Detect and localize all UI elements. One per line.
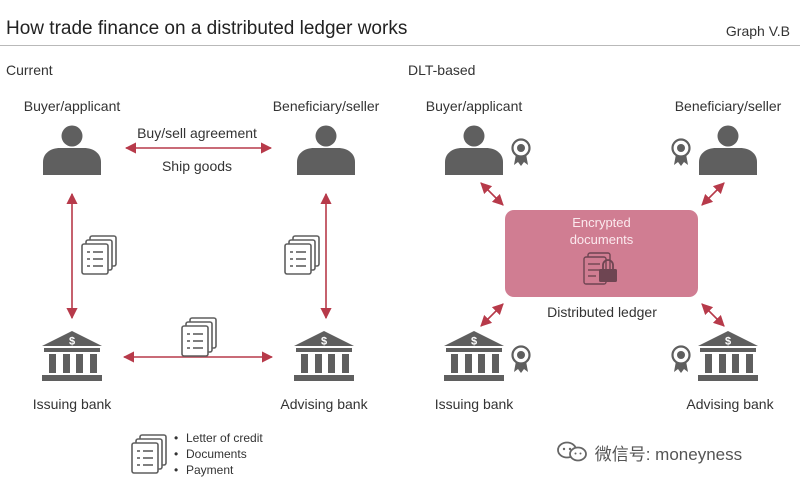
dlt-seller-label: Beneficiary/seller (674, 98, 782, 114)
certificate-badge-icon (511, 138, 531, 168)
current-issuing-bank-label: Issuing bank (32, 396, 112, 412)
page-title: How trade finance on a distributed ledge… (6, 18, 408, 39)
ship-goods-label: Ship goods (161, 158, 233, 174)
dlt-advising-bank-label: Advising bank (686, 396, 774, 412)
encrypted-documents-icon (583, 252, 617, 285)
dlt-buyer-ledger-arrow (480, 182, 504, 206)
section-heading-current: Current (6, 62, 53, 78)
header-divider (0, 45, 800, 46)
encrypted-line-1: Encrypted (572, 215, 631, 230)
legend: •Letter of credit •Documents •Payment (174, 430, 263, 478)
current-buyer-label: Buyer/applicant (23, 98, 121, 114)
dlt-advising-bank-icon (698, 331, 758, 381)
dlt-buyer-person-icon (445, 125, 503, 175)
legend-item: •Letter of credit (174, 431, 263, 445)
agreement-label: Buy/sell agreement (137, 125, 257, 141)
current-seller-label: Beneficiary/seller (272, 98, 380, 114)
wechat-icon (556, 441, 590, 468)
current-buyer-person-icon (43, 125, 101, 175)
encrypted-line-2: documents (569, 232, 634, 247)
dlt-issuing-bank-label: Issuing bank (434, 396, 514, 412)
legend-item: •Payment (174, 463, 234, 477)
encrypted-documents-label: Encrypted documents (505, 214, 698, 248)
dlt-advising-ledger-arrow (701, 303, 725, 327)
dlt-seller-ledger-arrow (701, 182, 725, 206)
legend-item: •Documents (174, 447, 247, 461)
current-seller-person-icon (297, 125, 355, 175)
current-issuing-bank-icon (42, 331, 102, 381)
dlt-issuing-ledger-arrow (480, 303, 504, 327)
dlt-seller-person-icon (699, 125, 757, 175)
documents-icon (81, 235, 117, 275)
certificate-badge-icon (671, 345, 691, 375)
graph-id: Graph V.B (725, 23, 790, 39)
certificate-badge-icon (671, 138, 691, 168)
current-advising-bank-label: Advising bank (280, 396, 368, 412)
documents-icon (181, 317, 217, 357)
watermark: 微信号: moneyness (556, 440, 742, 468)
watermark-text: 微信号: moneyness (594, 445, 743, 464)
distributed-ledger-label: Distributed ledger (547, 304, 657, 320)
current-advising-bank-icon (294, 331, 354, 381)
dlt-buyer-label: Buyer/applicant (425, 98, 523, 114)
legend-documents-icon (131, 434, 167, 474)
section-heading-dlt: DLT-based (408, 62, 476, 78)
certificate-badge-icon (511, 345, 531, 375)
documents-icon (284, 235, 320, 275)
dlt-issuing-bank-icon (444, 331, 504, 381)
